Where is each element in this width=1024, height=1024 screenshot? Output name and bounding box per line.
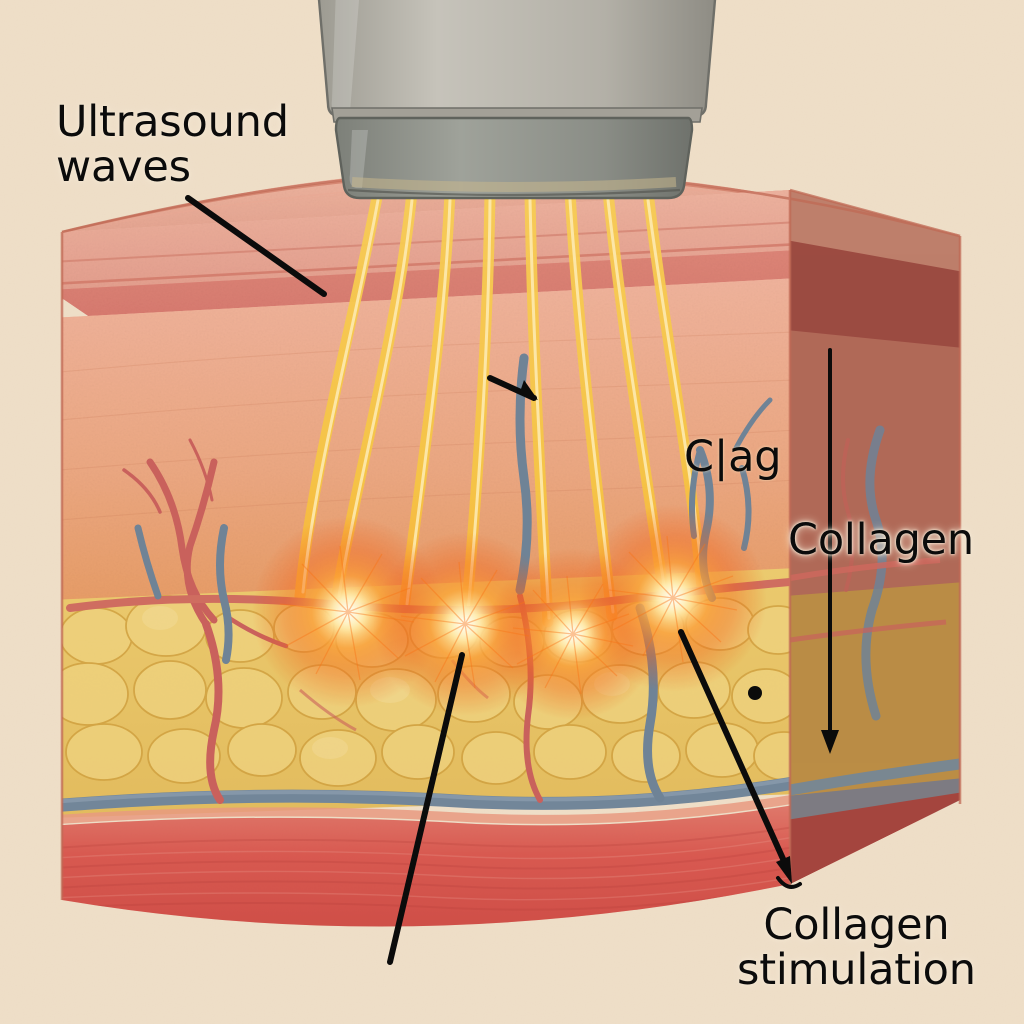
focal-burst-points: [252, 504, 767, 720]
ultrasound-leader-line: [185, 195, 327, 297]
skin-side-face: [790, 190, 960, 884]
unlabeled-focal-leader: [387, 652, 465, 965]
fat-layer-dot: [748, 686, 762, 700]
annotation-leaders: [185, 195, 839, 965]
vein-pointer-arrow: [487, 375, 538, 401]
collagen-stimulation-leader: [678, 629, 802, 889]
ultrasound-transducer[interactable]: [317, 0, 717, 200]
deep-vein: [62, 775, 790, 813]
collagen-depth-arrow: [821, 348, 839, 754]
